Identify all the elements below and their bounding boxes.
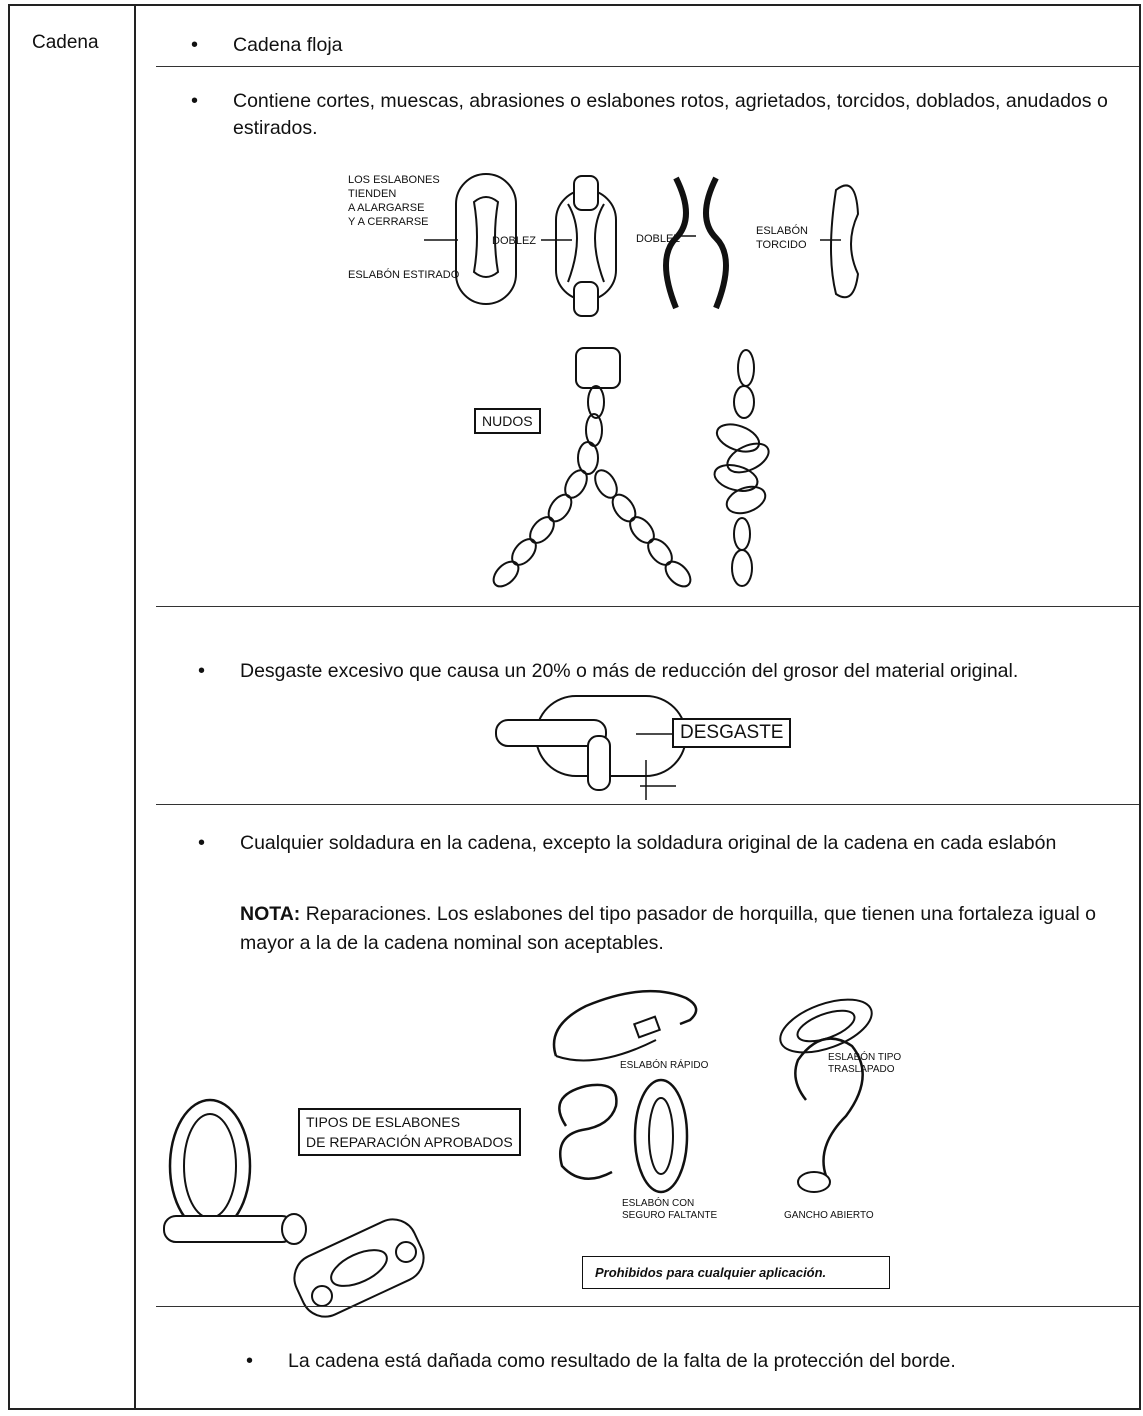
wear-label: DESGASTE bbox=[672, 718, 792, 748]
label-line: TIPOS DE ESLABONES bbox=[306, 1114, 461, 1130]
bullet-text: Cadena floja bbox=[233, 34, 343, 56]
note-label: NOTA: bbox=[240, 903, 301, 925]
approved-links-illustration bbox=[163, 1098, 425, 1318]
row-wear: • Desgaste excesivo que causa un 20% o m… bbox=[136, 608, 1139, 804]
pin bbox=[495, 719, 607, 747]
bullet-dot: • bbox=[191, 34, 199, 56]
note: NOTA: Reparaciones. Los eslabones del ti… bbox=[240, 900, 1120, 958]
bullet-dot: • bbox=[198, 660, 206, 682]
bent-link-arc bbox=[594, 203, 605, 283]
row-welding: • Cualquier soldadura en la cadena, exce… bbox=[136, 806, 1139, 1318]
row-loose-chain: • Cadena floja bbox=[136, 6, 1139, 66]
shackle bbox=[168, 1098, 252, 1234]
damaged-links-illustration: LOS ESLABONES TIENDEN A ALARGARSE Y A CE… bbox=[348, 173, 860, 317]
bullet-dot: • bbox=[198, 832, 206, 854]
bullet-text: Contiene cortes, muescas, abrasiones o e… bbox=[233, 90, 1108, 139]
lap-link-label: TRASLAPADO bbox=[828, 1064, 895, 1075]
bullet-item: • Desgaste excesivo que causa un 20% o m… bbox=[198, 658, 1019, 685]
pin-vertical bbox=[587, 735, 611, 791]
adjacent-link bbox=[573, 175, 599, 211]
bullet-item: • La cadena está dañada como resultado d… bbox=[246, 1348, 956, 1375]
approved-links-label: TIPOS DE ESLABONES DE REPARACIÓN APROBAD… bbox=[298, 1108, 521, 1156]
wear-illustration bbox=[495, 695, 687, 800]
stretched-link-outer bbox=[455, 173, 517, 305]
prohibited-links-captions: ESLABÓN RÁPIDO ESLABÓN TIPO TRASLAPADO E… bbox=[620, 1050, 901, 1221]
row-divider bbox=[156, 66, 1139, 67]
clevis-pin bbox=[311, 1285, 333, 1307]
knotted-chain-illustration bbox=[492, 347, 770, 588]
twisted-link bbox=[703, 176, 729, 310]
lap-link-inner bbox=[796, 1009, 856, 1043]
adjacent-link bbox=[573, 281, 599, 317]
row-divider bbox=[156, 1306, 1139, 1307]
note-text: Reparaciones. Los eslabones del tipo pas… bbox=[240, 903, 1097, 954]
clevis-pin bbox=[395, 1241, 417, 1263]
bullet-dot: • bbox=[191, 90, 199, 112]
missing-latch-link bbox=[633, 1078, 689, 1194]
open-hook-label: GANCHO ABIERTO bbox=[784, 1210, 874, 1221]
clevis-inner bbox=[330, 1249, 388, 1287]
bend-label: DOBLEZ bbox=[636, 233, 680, 245]
chain-left-leg bbox=[492, 385, 605, 588]
quick-link-body bbox=[555, 1039, 657, 1062]
bullet-text: Desgaste excesivo que causa un 20% o más… bbox=[240, 660, 1019, 682]
row-damaged-links: • Contiene cortes, muescas, abrasiones o… bbox=[136, 68, 1139, 606]
twisted-label: ESLABÓN bbox=[756, 224, 808, 237]
quick-link bbox=[552, 989, 698, 1057]
bullet-dot: • bbox=[246, 1350, 254, 1372]
lap-link bbox=[779, 998, 873, 1054]
twisted-link bbox=[663, 176, 689, 310]
bent-link-arc bbox=[567, 203, 578, 283]
bullet-text: La cadena está dañada como resultado de … bbox=[288, 1350, 956, 1372]
knotted-chain bbox=[713, 349, 770, 587]
twisted-label: TORCIDO bbox=[756, 239, 807, 251]
open-hook bbox=[794, 1037, 864, 1177]
lap-link-label: ESLABÓN TIPO bbox=[828, 1050, 901, 1063]
missing-latch-label: ESLABÓN CON bbox=[622, 1196, 694, 1209]
bullet-item: • Cualquier soldadura en la cadena, exce… bbox=[198, 830, 1120, 857]
bullet-item: • Contiene cortes, muescas, abrasiones o… bbox=[191, 88, 1113, 142]
caption-line: A ALARGARSE bbox=[348, 202, 424, 214]
missing-latch-label: SEGURO FALTANTE bbox=[622, 1210, 718, 1221]
row-divider bbox=[156, 606, 1139, 607]
prohibited-links-illustration bbox=[552, 989, 873, 1194]
stretched-link-inner bbox=[472, 196, 500, 278]
hook-eye bbox=[797, 1171, 831, 1193]
stretched-link-label: ESLABÓN ESTIRADO bbox=[348, 268, 460, 281]
inspection-table: Cadena • Cadena floja • Contiene cortes,… bbox=[8, 4, 1141, 1410]
twisted-single-link bbox=[830, 184, 860, 299]
master-link bbox=[575, 347, 621, 389]
quick-link-nut bbox=[632, 1015, 662, 1039]
caption-line: TIENDEN bbox=[348, 188, 396, 200]
row-divider bbox=[156, 804, 1139, 805]
category-column: Cadena bbox=[10, 6, 136, 1408]
caption-line: LOS ESLABONES bbox=[348, 174, 440, 186]
label-line: DE REPARACIÓN APROBADOS bbox=[306, 1134, 513, 1150]
row-edge-protection: • La cadena está dañada como resultado d… bbox=[136, 1308, 1139, 1408]
knots-label: NUDOS bbox=[474, 408, 541, 434]
bullet-text: Cualquier soldadura en la cadena, except… bbox=[240, 832, 1057, 854]
prohibited-label: Prohibidos para cualquier aplicación. bbox=[582, 1256, 890, 1289]
category-label: Cadena bbox=[32, 32, 99, 53]
missing-latch-inner bbox=[648, 1097, 674, 1175]
shackle-pin bbox=[163, 1215, 295, 1243]
bend-label: DOBLEZ bbox=[492, 235, 536, 247]
pin-head bbox=[281, 1213, 307, 1245]
missing-latch-link bbox=[558, 1083, 618, 1180]
caption-line: Y A CERRARSE bbox=[348, 216, 429, 228]
chain-right-leg bbox=[594, 469, 692, 588]
bullet-item: • Cadena floja bbox=[191, 32, 343, 59]
quick-link-label: ESLABÓN RÁPIDO bbox=[620, 1058, 709, 1071]
